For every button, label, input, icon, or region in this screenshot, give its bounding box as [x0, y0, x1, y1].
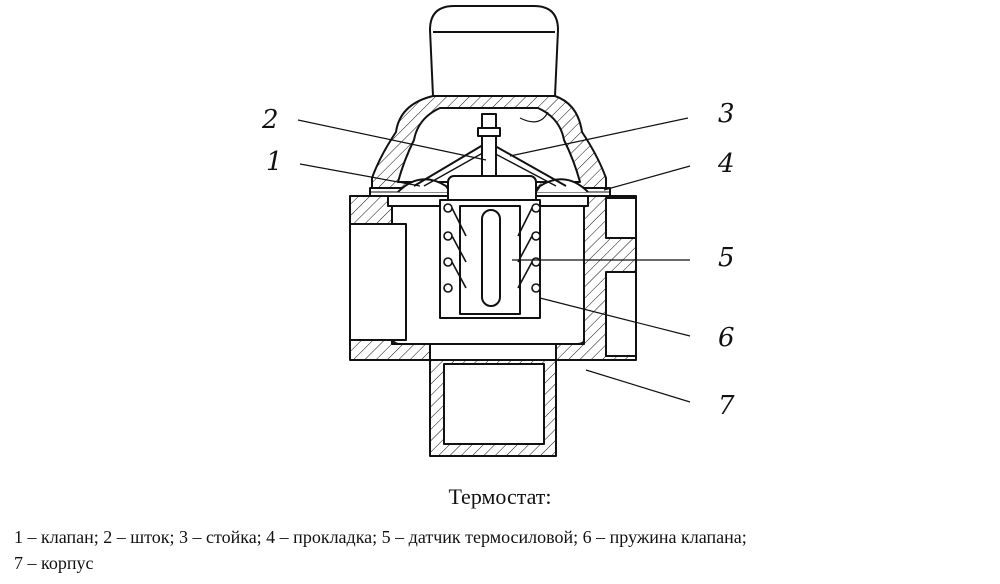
diagram-title: Термостат: — [448, 484, 552, 509]
thermostat-diagram: 2 1 3 4 5 6 7 — [261, 5, 735, 457]
bottom-pipe-bore — [443, 363, 545, 445]
diagram-legend: 1 – клапан; 2 – шток; 3 – стойка; 4 – пр… — [14, 524, 994, 576]
left-inlet — [349, 223, 407, 341]
right-flange-lower — [605, 271, 637, 357]
callout-6: 6 — [718, 323, 735, 353]
callout-1: 1 — [266, 147, 283, 177]
leader-lines — [297, 117, 691, 403]
callout-3: 3 — [718, 99, 735, 129]
callout-2: 2 — [261, 105, 279, 135]
legend-line-1: 1 – клапан; 2 – шток; 3 – стойка; 4 – пр… — [14, 527, 747, 547]
callout-5: 5 — [718, 243, 735, 273]
legend-line-2: 7 – корпус — [14, 553, 94, 573]
spring — [443, 203, 541, 293]
right-flange-upper — [605, 197, 637, 239]
top-pipe — [429, 5, 559, 97]
stem — [481, 113, 497, 181]
callout-7: 7 — [718, 391, 735, 421]
callout-4: 4 — [717, 149, 735, 179]
sensor-element — [481, 209, 501, 307]
